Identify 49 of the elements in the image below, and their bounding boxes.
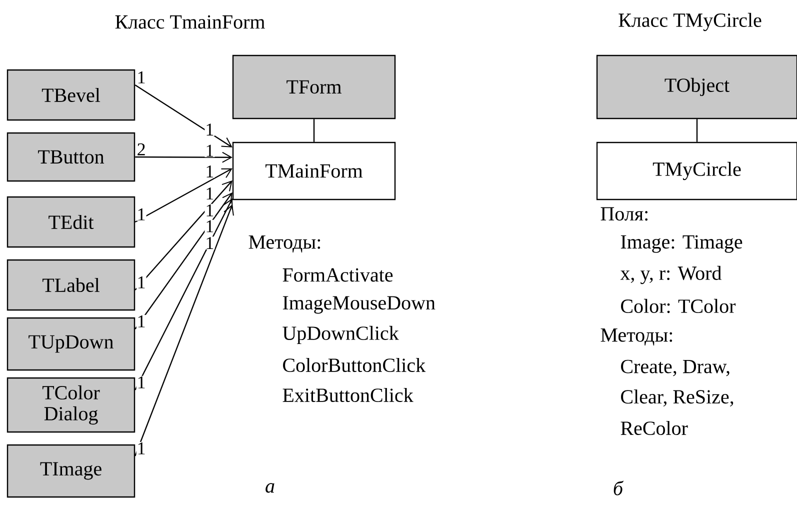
multiplicity-label: 1	[204, 220, 215, 233]
member-text: Методы:	[600, 328, 672, 346]
class-box: TLabel	[6, 259, 136, 311]
multiplicity-label: 1	[136, 70, 146, 84]
arrow	[134, 192, 232, 330]
multiplicity-label: 1	[204, 187, 215, 200]
class-box: TUpDown	[6, 317, 136, 371]
class-box: TImage	[6, 444, 136, 498]
member-text: Image: Timage	[620, 235, 742, 253]
member-text: x, y, r: Word	[620, 266, 722, 284]
panel-letter: а	[266, 483, 274, 493]
member-text: FormActivate	[282, 268, 393, 282]
arrow	[134, 168, 232, 223]
member-text: Методы:	[248, 236, 320, 252]
multiplicity-label: 1	[136, 208, 146, 221]
class-box: TForm	[232, 54, 396, 120]
multiplicity-label: 1	[204, 164, 215, 178]
arrow	[134, 180, 232, 290]
multiplicity-label: 1	[204, 144, 215, 158]
member-text: Color: TColor	[621, 298, 736, 314]
member-text: ColorButtonClick	[283, 358, 426, 372]
heading: Класс TmainForm	[115, 15, 265, 29]
class-box: TColor Dialog	[6, 377, 136, 433]
multiplicity-label: 1	[136, 314, 146, 328]
class-box: TBevel	[6, 69, 136, 121]
member-text: UpDownClick	[282, 326, 399, 344]
member-text: ReColor	[620, 420, 688, 436]
multiplicity-label: 1	[204, 123, 215, 136]
member-text: ExitButtonClick	[282, 388, 414, 402]
multiplicity-label: 1	[204, 236, 215, 250]
heading: Класс TMyCircle	[618, 12, 762, 32]
member-text: Clear, ReSize,	[621, 390, 734, 406]
arrow	[134, 204, 234, 456]
member-text: ImageMouseDown	[282, 296, 436, 314]
multiplicity-label: 2	[136, 142, 146, 156]
panel-letter: б	[614, 480, 624, 496]
class-box: TObject	[596, 54, 797, 120]
arrow	[135, 152, 232, 163]
arrow	[134, 198, 233, 390]
multiplicity-label: 1	[136, 376, 146, 389]
class-box: TMainForm	[232, 142, 396, 200]
multiplicity-label: 1	[136, 442, 146, 455]
arrow	[134, 84, 232, 148]
multiplicity-label: 1	[136, 276, 146, 289]
member-text: Create, Draw,	[621, 360, 730, 376]
class-box: TButton	[6, 132, 136, 182]
multiplicity-label: 1	[204, 204, 215, 217]
class-box: TMyCircle	[596, 142, 797, 200]
class-box: TEdit	[6, 196, 136, 248]
